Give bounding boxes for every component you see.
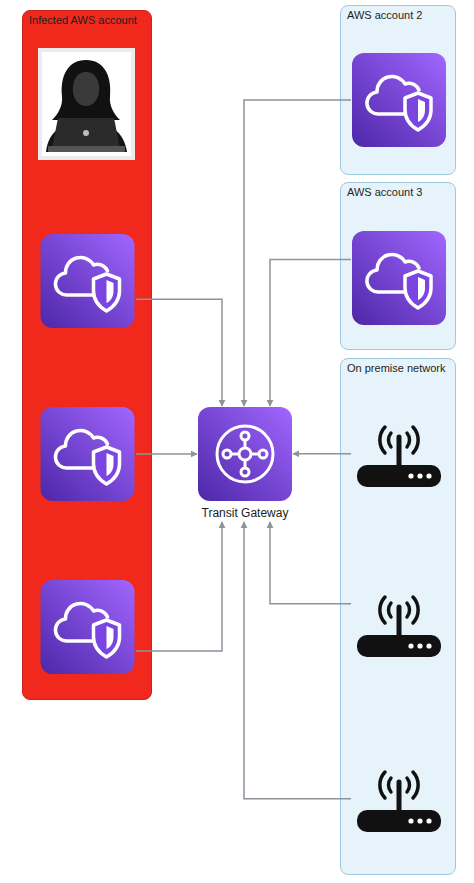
security-icon	[351, 51, 447, 149]
router-icon	[351, 419, 447, 493]
group-heading: Infected AWS account	[29, 14, 147, 27]
account-band: AWS account 2	[340, 5, 456, 175]
group-heading: On premise network	[347, 362, 451, 375]
connector-arrow	[293, 453, 351, 455]
connector-arrow	[136, 453, 197, 455]
security-icon	[351, 229, 447, 327]
connector-arrow	[136, 299, 222, 406]
icon-graphic	[351, 229, 447, 327]
icon-graphic	[39, 579, 136, 675]
security-icon	[39, 579, 136, 675]
router-icon	[351, 589, 447, 663]
security-icon	[39, 406, 136, 502]
node-label: Transit Gateway	[183, 506, 307, 520]
connector-arrow	[244, 100, 351, 406]
icon-graphic	[39, 233, 136, 329]
icon-graphic	[351, 51, 447, 149]
icon-graphic	[351, 419, 447, 493]
group-heading: AWS account 2	[347, 9, 451, 22]
hacker-illustration	[38, 48, 135, 160]
connector-arrow	[244, 522, 351, 799]
icon-graphic	[351, 589, 447, 663]
icon-graphic	[197, 406, 293, 502]
connector-arrow	[270, 259, 351, 406]
account-band: AWS account 3	[340, 182, 456, 350]
network-band: On premise network	[340, 358, 456, 875]
group-heading: AWS account 3	[347, 186, 451, 199]
transit-gateway: Transit Gateway	[197, 406, 293, 522]
connector-arrow	[136, 522, 222, 651]
connector-arrow	[270, 522, 351, 604]
router-icon	[351, 764, 447, 838]
icon-graphic	[39, 406, 136, 502]
icon-graphic	[351, 764, 447, 838]
security-icon	[39, 233, 136, 329]
